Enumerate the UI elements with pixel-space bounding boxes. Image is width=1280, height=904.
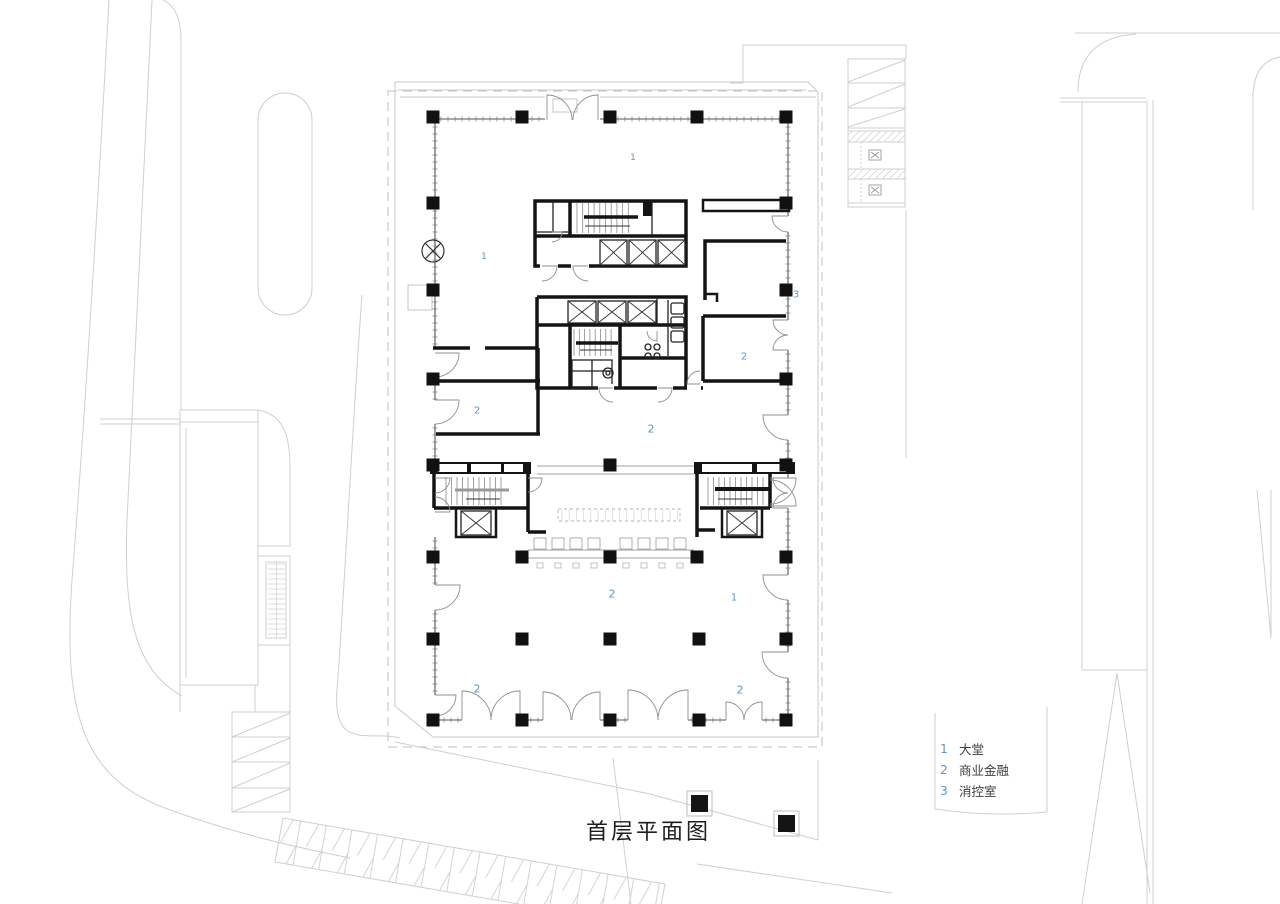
site-structure bbox=[100, 409, 291, 712]
legend-item: 3 消控室 bbox=[938, 780, 1009, 801]
site-lines bbox=[69, 0, 1280, 904]
door-swings bbox=[434, 94, 797, 721]
reception-desks bbox=[533, 537, 687, 569]
legend-item-label: 消控室 bbox=[959, 784, 997, 799]
ramp-structure bbox=[847, 58, 906, 208]
site-columns bbox=[686, 790, 800, 837]
legend-item-number: 3 bbox=[940, 783, 948, 798]
elevators bbox=[460, 239, 758, 536]
legend: 1 大堂 2 商业金融 3 消控室 bbox=[938, 738, 1009, 801]
legend-item-label: 大堂 bbox=[959, 742, 985, 757]
walls-thin bbox=[421, 201, 685, 389]
walls-thick bbox=[432, 199, 786, 539]
interior-gray bbox=[528, 465, 694, 559]
legend-item: 1 大堂 bbox=[938, 738, 1009, 759]
building-surround bbox=[387, 81, 823, 748]
legend-item-label: 商业金融 bbox=[959, 763, 1010, 778]
parking-strip bbox=[231, 711, 291, 813]
misc-details bbox=[268, 509, 678, 638]
wall-stub bbox=[643, 201, 652, 216]
legend-item-number: 2 bbox=[940, 762, 948, 777]
structural-columns bbox=[426, 110, 793, 727]
legend-item-number: 1 bbox=[940, 741, 948, 756]
wall-bar bbox=[701, 198, 791, 213]
core-bands bbox=[430, 462, 795, 474]
plan-title: 首层平面图 bbox=[586, 820, 712, 845]
parking-band bbox=[274, 817, 666, 904]
legend-item: 2 商业金融 bbox=[938, 759, 1009, 780]
